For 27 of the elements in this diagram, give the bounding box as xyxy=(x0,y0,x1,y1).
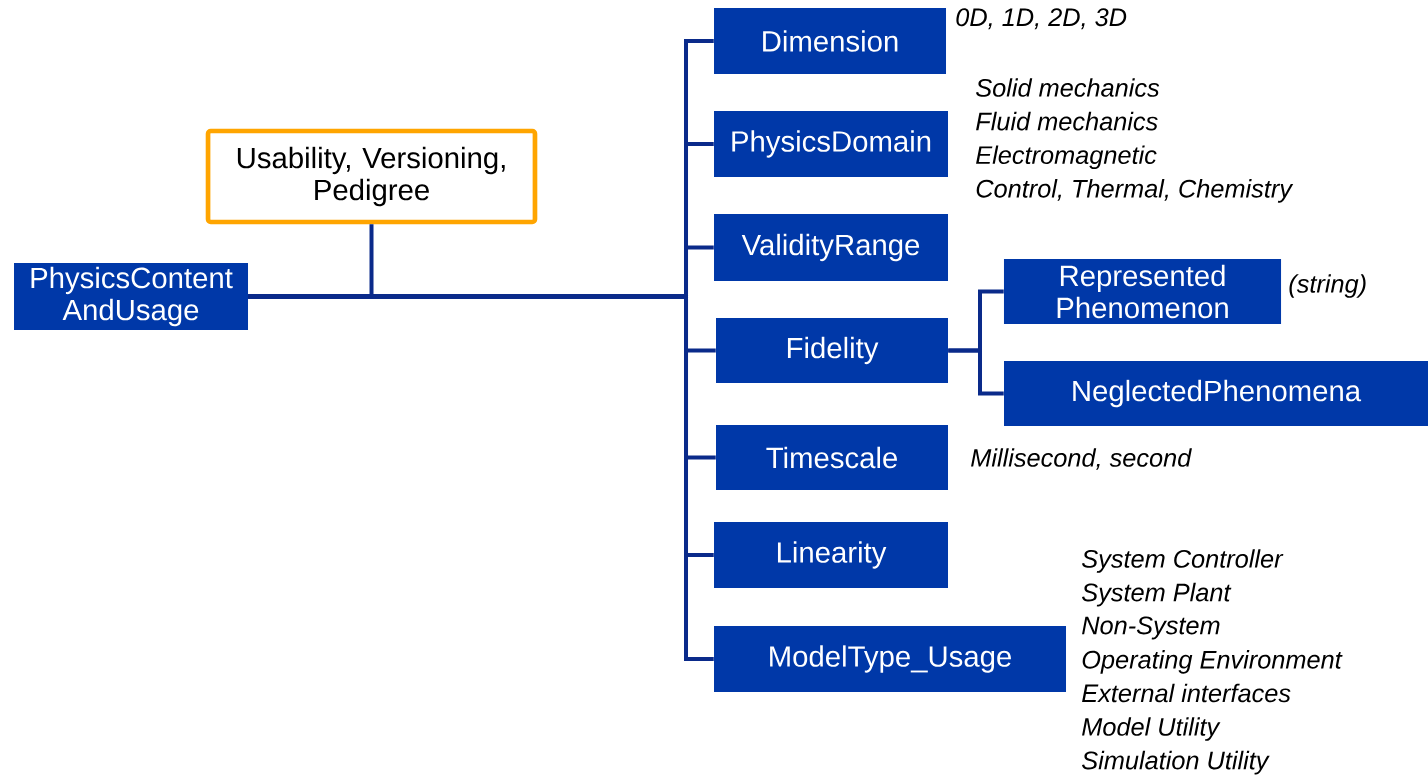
note-box: Usability, Versioning, Pedigree xyxy=(205,128,538,225)
annotation-text: System Plant xyxy=(1082,582,1232,607)
annotation-text: (string) xyxy=(1289,274,1366,298)
annotation-text: Operating Environment xyxy=(1082,650,1343,674)
process-box: Fidelity xyxy=(716,317,948,384)
annotation-text: Millisecond, second xyxy=(971,448,1192,470)
process-box: Timescale xyxy=(716,424,948,491)
annotation-text: 0D, 1D, 2D, 3D xyxy=(956,8,1127,30)
annotation-text: System Controller xyxy=(1082,549,1284,573)
process-box: ModelType_Usage xyxy=(714,626,1066,692)
annotation-text: Model Utility xyxy=(1082,717,1221,741)
annotation-text: Simulation Utility xyxy=(1082,750,1270,775)
annotation-text: Non-System xyxy=(1082,616,1220,640)
annotation-text: Fluid mechanics xyxy=(976,111,1158,131)
annotation-text: External interfaces xyxy=(1082,683,1291,703)
annotation-text: Control, Thermal, Chemistry xyxy=(976,179,1294,203)
connector-line xyxy=(248,294,714,661)
process-box: NeglectedPhenomena xyxy=(1004,360,1428,427)
process-box: PhysicsDomain xyxy=(714,111,948,177)
process-box: PhysicsContent AndUsage xyxy=(14,263,248,330)
process-box: Represented Phenomenon xyxy=(1004,258,1282,325)
annotation-text: Electromagnetic xyxy=(976,145,1157,170)
process-box: Linearity xyxy=(714,522,948,588)
process-box: ValidityRange xyxy=(714,214,948,281)
process-box: Dimension xyxy=(714,8,946,74)
annotation-text: Solid mechanics xyxy=(976,78,1160,97)
connector-line xyxy=(948,348,1004,396)
